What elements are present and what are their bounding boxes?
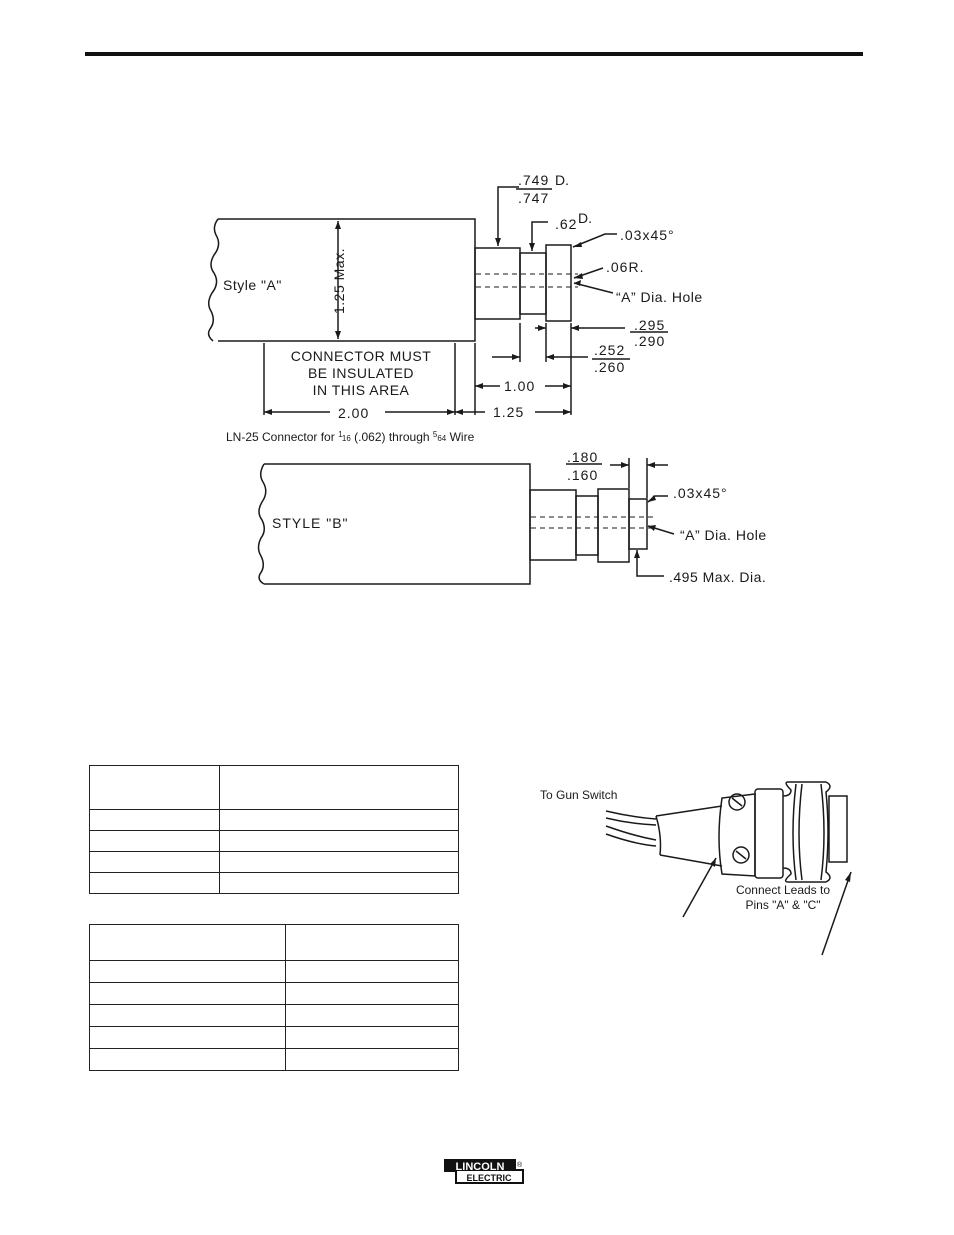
caption: LN-25 Connector for 116 (.062) through 5…	[226, 430, 475, 444]
table-row	[89, 872, 459, 894]
max-dia-label: .495 Max. Dia.	[669, 569, 766, 585]
style-a-hole	[476, 273, 578, 288]
table-row	[89, 982, 459, 1005]
style-b-label: STYLE "B"	[272, 515, 349, 531]
table-row	[89, 830, 459, 852]
dim-180: .180	[567, 449, 598, 465]
caption-prefix: LN-25 Connector for	[226, 430, 338, 444]
table-row	[89, 809, 459, 831]
style-b-hole	[531, 516, 655, 529]
dim-62: .62	[555, 216, 577, 232]
style-a-label: Style "A"	[223, 277, 282, 293]
arrowheads	[264, 221, 851, 882]
svg-text:ELECTRIC: ELECTRIC	[467, 1173, 513, 1183]
leader-plug-left	[682, 857, 717, 918]
leader-hole-a	[573, 282, 614, 294]
chamfer-b: .03x45°	[673, 485, 728, 501]
table-1	[89, 765, 459, 894]
hole-label-b: “A” Dia. Hole	[680, 527, 767, 543]
table-row	[89, 1004, 459, 1027]
plug-body	[718, 781, 848, 883]
dim-125: 1.25	[493, 404, 524, 420]
frac2-den: 64	[437, 434, 446, 443]
table-row	[89, 960, 459, 983]
table-row	[89, 851, 459, 873]
dim-62-suffix: D.	[578, 210, 592, 226]
style-b-connector	[529, 488, 648, 563]
frac2-num: 5	[433, 430, 438, 439]
dim-200: 2.00	[338, 405, 369, 421]
lincoln-electric-logo: LINCOLN ELECTRIC ®	[444, 1159, 524, 1184]
dim-749-suffix: D.	[555, 172, 569, 188]
insulate-line-1: CONNECTOR MUST	[291, 348, 432, 364]
hole-label-a: “A” Dia. Hole	[616, 289, 703, 305]
table-row	[89, 924, 459, 961]
frac1-den: 16	[342, 434, 351, 443]
frac1-num: 1	[338, 430, 343, 439]
chamfer-a: .03x45°	[620, 227, 675, 243]
caption-middle: (.062) through	[351, 430, 433, 444]
svg-text:®: ®	[517, 1161, 523, 1169]
dim-252: .252	[594, 342, 625, 358]
insulate-line-2: BE INSULATED	[308, 365, 414, 381]
header-rule	[85, 52, 863, 56]
leads-line-1: Connect Leads to	[736, 883, 830, 897]
table-row	[89, 765, 459, 810]
dim-295: .295	[634, 317, 665, 333]
dim-100: 1.00	[504, 378, 535, 394]
dim-747: .747	[518, 190, 549, 206]
gun-switch-label: To Gun Switch	[540, 788, 617, 802]
leader-plug-right	[821, 871, 852, 956]
plug-cable	[605, 805, 723, 867]
leader-62	[531, 221, 548, 251]
dim-290: .290	[634, 333, 665, 349]
table-row	[89, 1048, 459, 1071]
leader-749	[497, 186, 519, 246]
dim-749: .749	[518, 172, 549, 188]
dim-160: .160	[567, 467, 598, 483]
table-row	[89, 1026, 459, 1049]
radius-06: .06R.	[606, 259, 644, 275]
leader-chamfer-a	[572, 233, 617, 248]
caption-suffix: Wire	[446, 430, 474, 444]
svg-text:LINCOLN: LINCOLN	[456, 1161, 505, 1173]
leader-max-dia	[636, 550, 664, 577]
dim-260: .260	[594, 359, 625, 375]
insulate-line-3: IN THIS AREA	[313, 382, 410, 398]
style-a-connector	[474, 244, 572, 322]
leads-line-2: Pins "A" & "C"	[745, 898, 820, 912]
table-2	[89, 924, 459, 1071]
max-height-label: 1.25 Max.	[331, 248, 347, 314]
